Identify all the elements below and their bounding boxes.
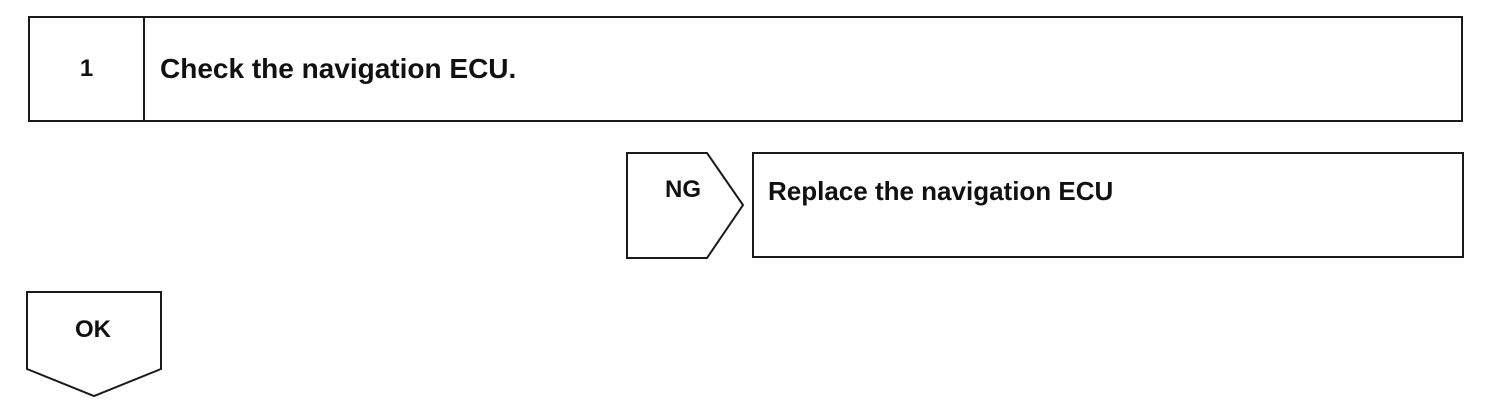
step-instruction: Check the navigation ECU. xyxy=(160,53,517,84)
step-box: 1 Check the navigation ECU. xyxy=(28,16,1463,122)
step-number: 1 xyxy=(79,55,94,82)
ng-result-text: Replace the navigation ECU xyxy=(768,176,1114,206)
step-divider xyxy=(143,18,145,120)
ng-label: NG xyxy=(665,176,701,203)
ng-result-box: Replace the navigation ECU xyxy=(752,152,1464,258)
ok-label: OK xyxy=(75,316,111,343)
